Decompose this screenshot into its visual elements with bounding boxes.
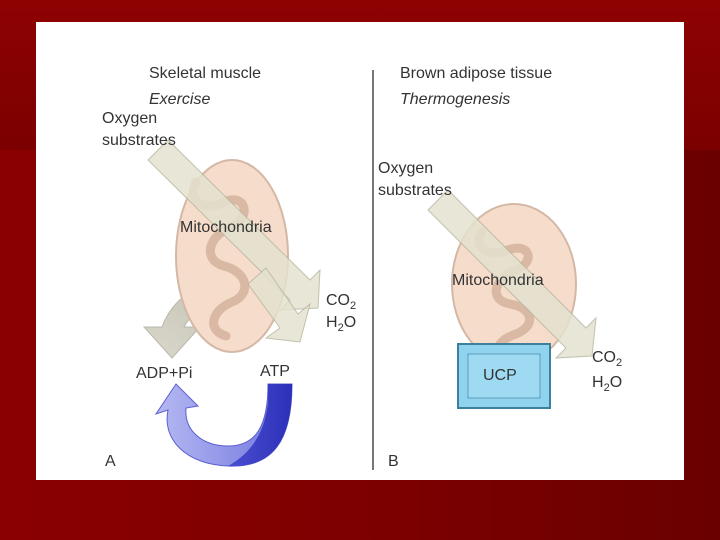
panel-a-title: Skeletal muscle [149, 65, 261, 83]
figure-panel: Skeletal muscle Exercise Oxygen substrat… [36, 22, 684, 480]
figure-drawing [36, 22, 684, 480]
panel-b-organelle: Mitochondria [452, 272, 544, 290]
adp-label: ADP+Pi [136, 365, 192, 383]
panel-b-letter: B [388, 453, 399, 471]
panel-b-subtitle: Thermogenesis [400, 91, 510, 109]
panel-b-input-line2: substrates [378, 182, 452, 200]
panel-b-co2: CO2 [592, 349, 622, 372]
panel-a-organelle: Mitochondria [180, 219, 272, 237]
panel-a-input-line1: Oxygen [102, 110, 157, 128]
atp-label: ATP [260, 363, 290, 381]
panel-b-input-line1: Oxygen [378, 160, 433, 178]
panel-a-subtitle: Exercise [149, 91, 210, 109]
panel-a-letter: A [105, 453, 116, 471]
panel-b-title: Brown adipose tissue [400, 65, 552, 83]
panel-a-input-line2: substrates [102, 132, 176, 150]
panel-a-h2o: H2O [326, 314, 356, 337]
panel-b-h2o: H2O [592, 374, 622, 397]
panel-a-co2: CO2 [326, 292, 356, 315]
ucp-label: UCP [483, 367, 517, 385]
